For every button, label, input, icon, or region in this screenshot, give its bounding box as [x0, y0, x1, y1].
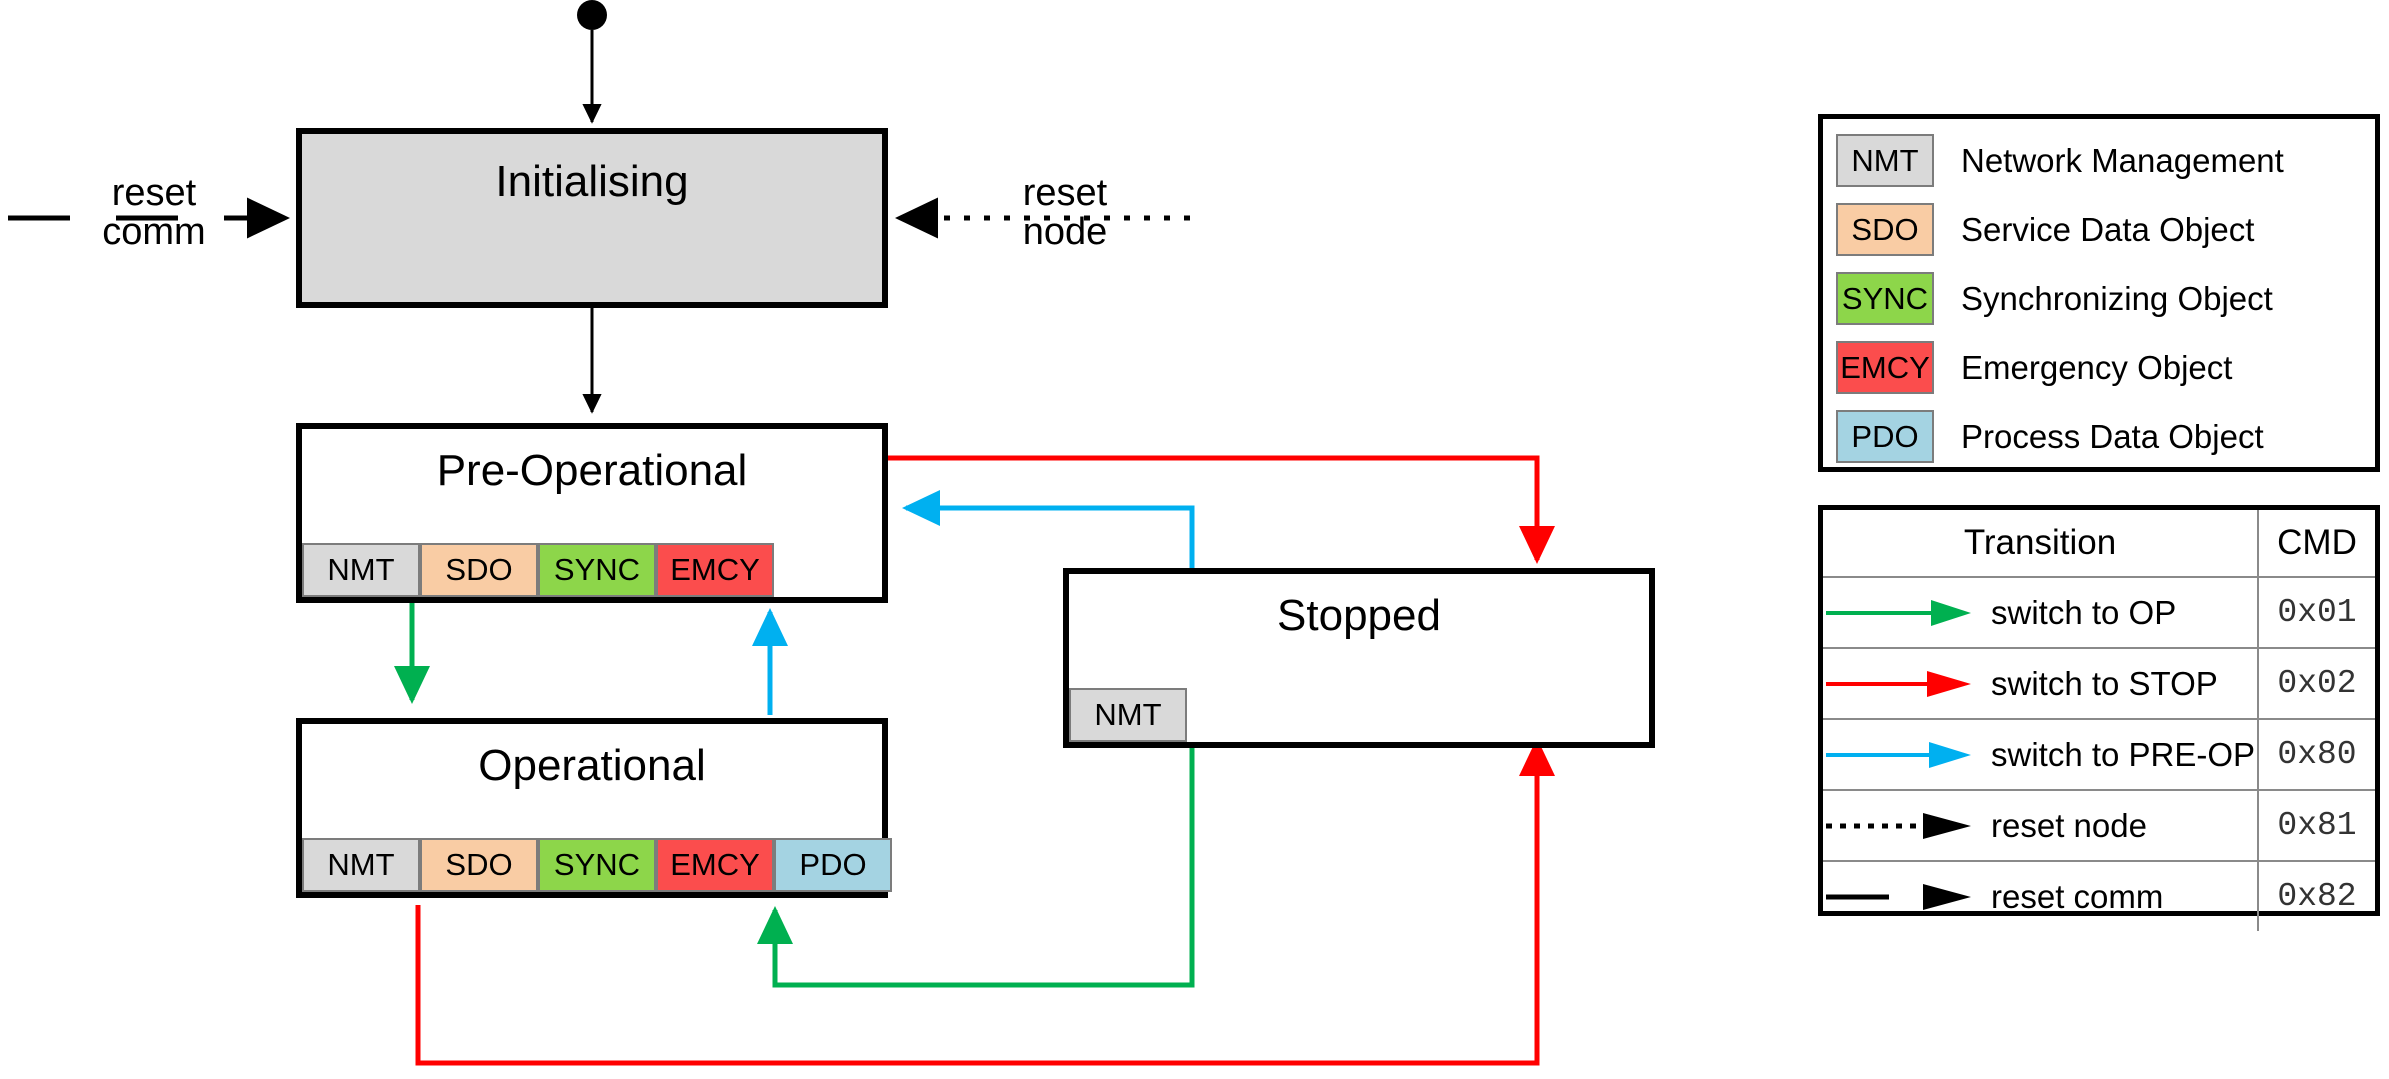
legend-swatch-pdo: PDO: [1836, 410, 1934, 463]
chip-sdo: SDO: [420, 838, 538, 892]
legend-item: NMT Network Management: [1823, 126, 2375, 195]
legend-label-pdo: Process Data Object: [1961, 417, 2264, 455]
chip-nmt: NMT: [1069, 688, 1187, 742]
table-header-row: Transition CMD: [1823, 510, 2375, 578]
transition-label: switch to OP: [1991, 593, 2177, 631]
transition-table-panel: Transition CMD switch to OP 0x01: [1818, 505, 2380, 931]
state-operational-title: Operational: [478, 741, 706, 790]
legend-label-nmt: Network Management: [1961, 141, 2284, 179]
legend-item: EMCY Emergency Object: [1823, 333, 2375, 402]
chip-emcy: EMCY: [656, 838, 774, 892]
cmd-value: 0x81: [2257, 789, 2375, 862]
legend-item: SDO Service Data Object: [1823, 195, 2375, 264]
chip-nmt: NMT: [302, 838, 420, 892]
header-transition: Transition: [1823, 510, 2259, 578]
legend-item: PDO Process Data Object: [1823, 402, 2375, 471]
reset-comm-line-2: comm: [102, 210, 206, 253]
legend-label-sync: Synchronizing Object: [1961, 279, 2273, 317]
transition-cell-reset-node: reset node: [1823, 789, 2259, 862]
table-row: switch to PRE-OP 0x80: [1823, 718, 2375, 791]
state-pre-operational-title: Pre-Operational: [436, 446, 748, 495]
transition-cell-reset-comm: reset comm: [1823, 860, 2259, 931]
transition-label: switch to PRE-OP: [1991, 735, 2256, 773]
table-row: reset comm 0x82: [1823, 860, 2375, 931]
transition-table: Transition CMD switch to OP 0x01: [1823, 510, 2375, 931]
legend-swatch-nmt: NMT: [1836, 134, 1934, 187]
transition-label: reset comm: [1991, 877, 2164, 915]
state-stopped-title: Stopped: [1277, 591, 1441, 640]
transition-cell-switch-to-pre-op: switch to PRE-OP: [1823, 718, 2259, 791]
transition-label: switch to STOP: [1991, 664, 2218, 702]
legend-swatch-sync: SYNC: [1836, 272, 1934, 325]
legend-swatch-emcy: EMCY: [1836, 341, 1934, 394]
edge-label-reset-node: reset node: [955, 174, 1175, 252]
transition-label: reset node: [1991, 806, 2147, 844]
cmd-value: 0x01: [2257, 576, 2375, 649]
arrow-stopped-to-preop: [902, 490, 1195, 572]
arrow-icon-switch-to-op: [1826, 599, 1971, 626]
arrow-preop-to-stopped: [888, 455, 1555, 564]
legend-item: SYNC Synchronizing Object: [1823, 264, 2375, 333]
arrow-icon-reset-comm: [1826, 883, 1971, 910]
arrow-icon-reset-node: [1826, 812, 1971, 839]
table-row: switch to STOP 0x02: [1823, 647, 2375, 720]
legend-label-emcy: Emergency Object: [1961, 348, 2233, 386]
table-row: switch to OP 0x01: [1823, 576, 2375, 649]
legend-label-sdo: Service Data Object: [1961, 210, 2255, 248]
transition-cell-switch-to-stop: switch to STOP: [1823, 647, 2259, 720]
cmd-value: 0x02: [2257, 647, 2375, 720]
legend-swatch-sdo: SDO: [1836, 203, 1934, 256]
header-cmd: CMD: [2257, 510, 2375, 578]
state-initialising-title: Initialising: [495, 157, 689, 206]
cmd-value: 0x80: [2257, 718, 2375, 791]
reset-comm-line-1: reset: [111, 172, 197, 214]
service-chips-stopped: NMT: [1069, 688, 1187, 742]
chip-sync: SYNC: [538, 543, 656, 597]
arrow-icon-switch-to-stop: [1826, 670, 1971, 697]
transition-cell-switch-to-op: switch to OP: [1823, 576, 2259, 649]
service-chips-pre-operational: NMT SDO SYNC EMCY: [302, 543, 774, 597]
chip-emcy: EMCY: [656, 543, 774, 597]
cmd-value: 0x82: [2257, 860, 2375, 931]
arrow-icon-switch-to-pre-op: [1826, 741, 1971, 768]
reset-node-line-2: node: [1022, 210, 1108, 253]
chip-sync: SYNC: [538, 838, 656, 892]
reset-node-line-1: reset: [1022, 172, 1108, 214]
state-initialising[interactable]: Initialising: [296, 128, 888, 308]
initial-state-dot: [577, 0, 607, 30]
chip-sdo: SDO: [420, 543, 538, 597]
edge-label-reset-comm: reset comm: [44, 174, 264, 252]
legend-panel: NMT Network Management SDO Service Data …: [1818, 114, 2380, 472]
chip-pdo: PDO: [774, 838, 892, 892]
table-row: reset node 0x81: [1823, 789, 2375, 862]
chip-nmt: NMT: [302, 543, 420, 597]
service-chips-operational: NMT SDO SYNC EMCY PDO: [302, 838, 892, 892]
